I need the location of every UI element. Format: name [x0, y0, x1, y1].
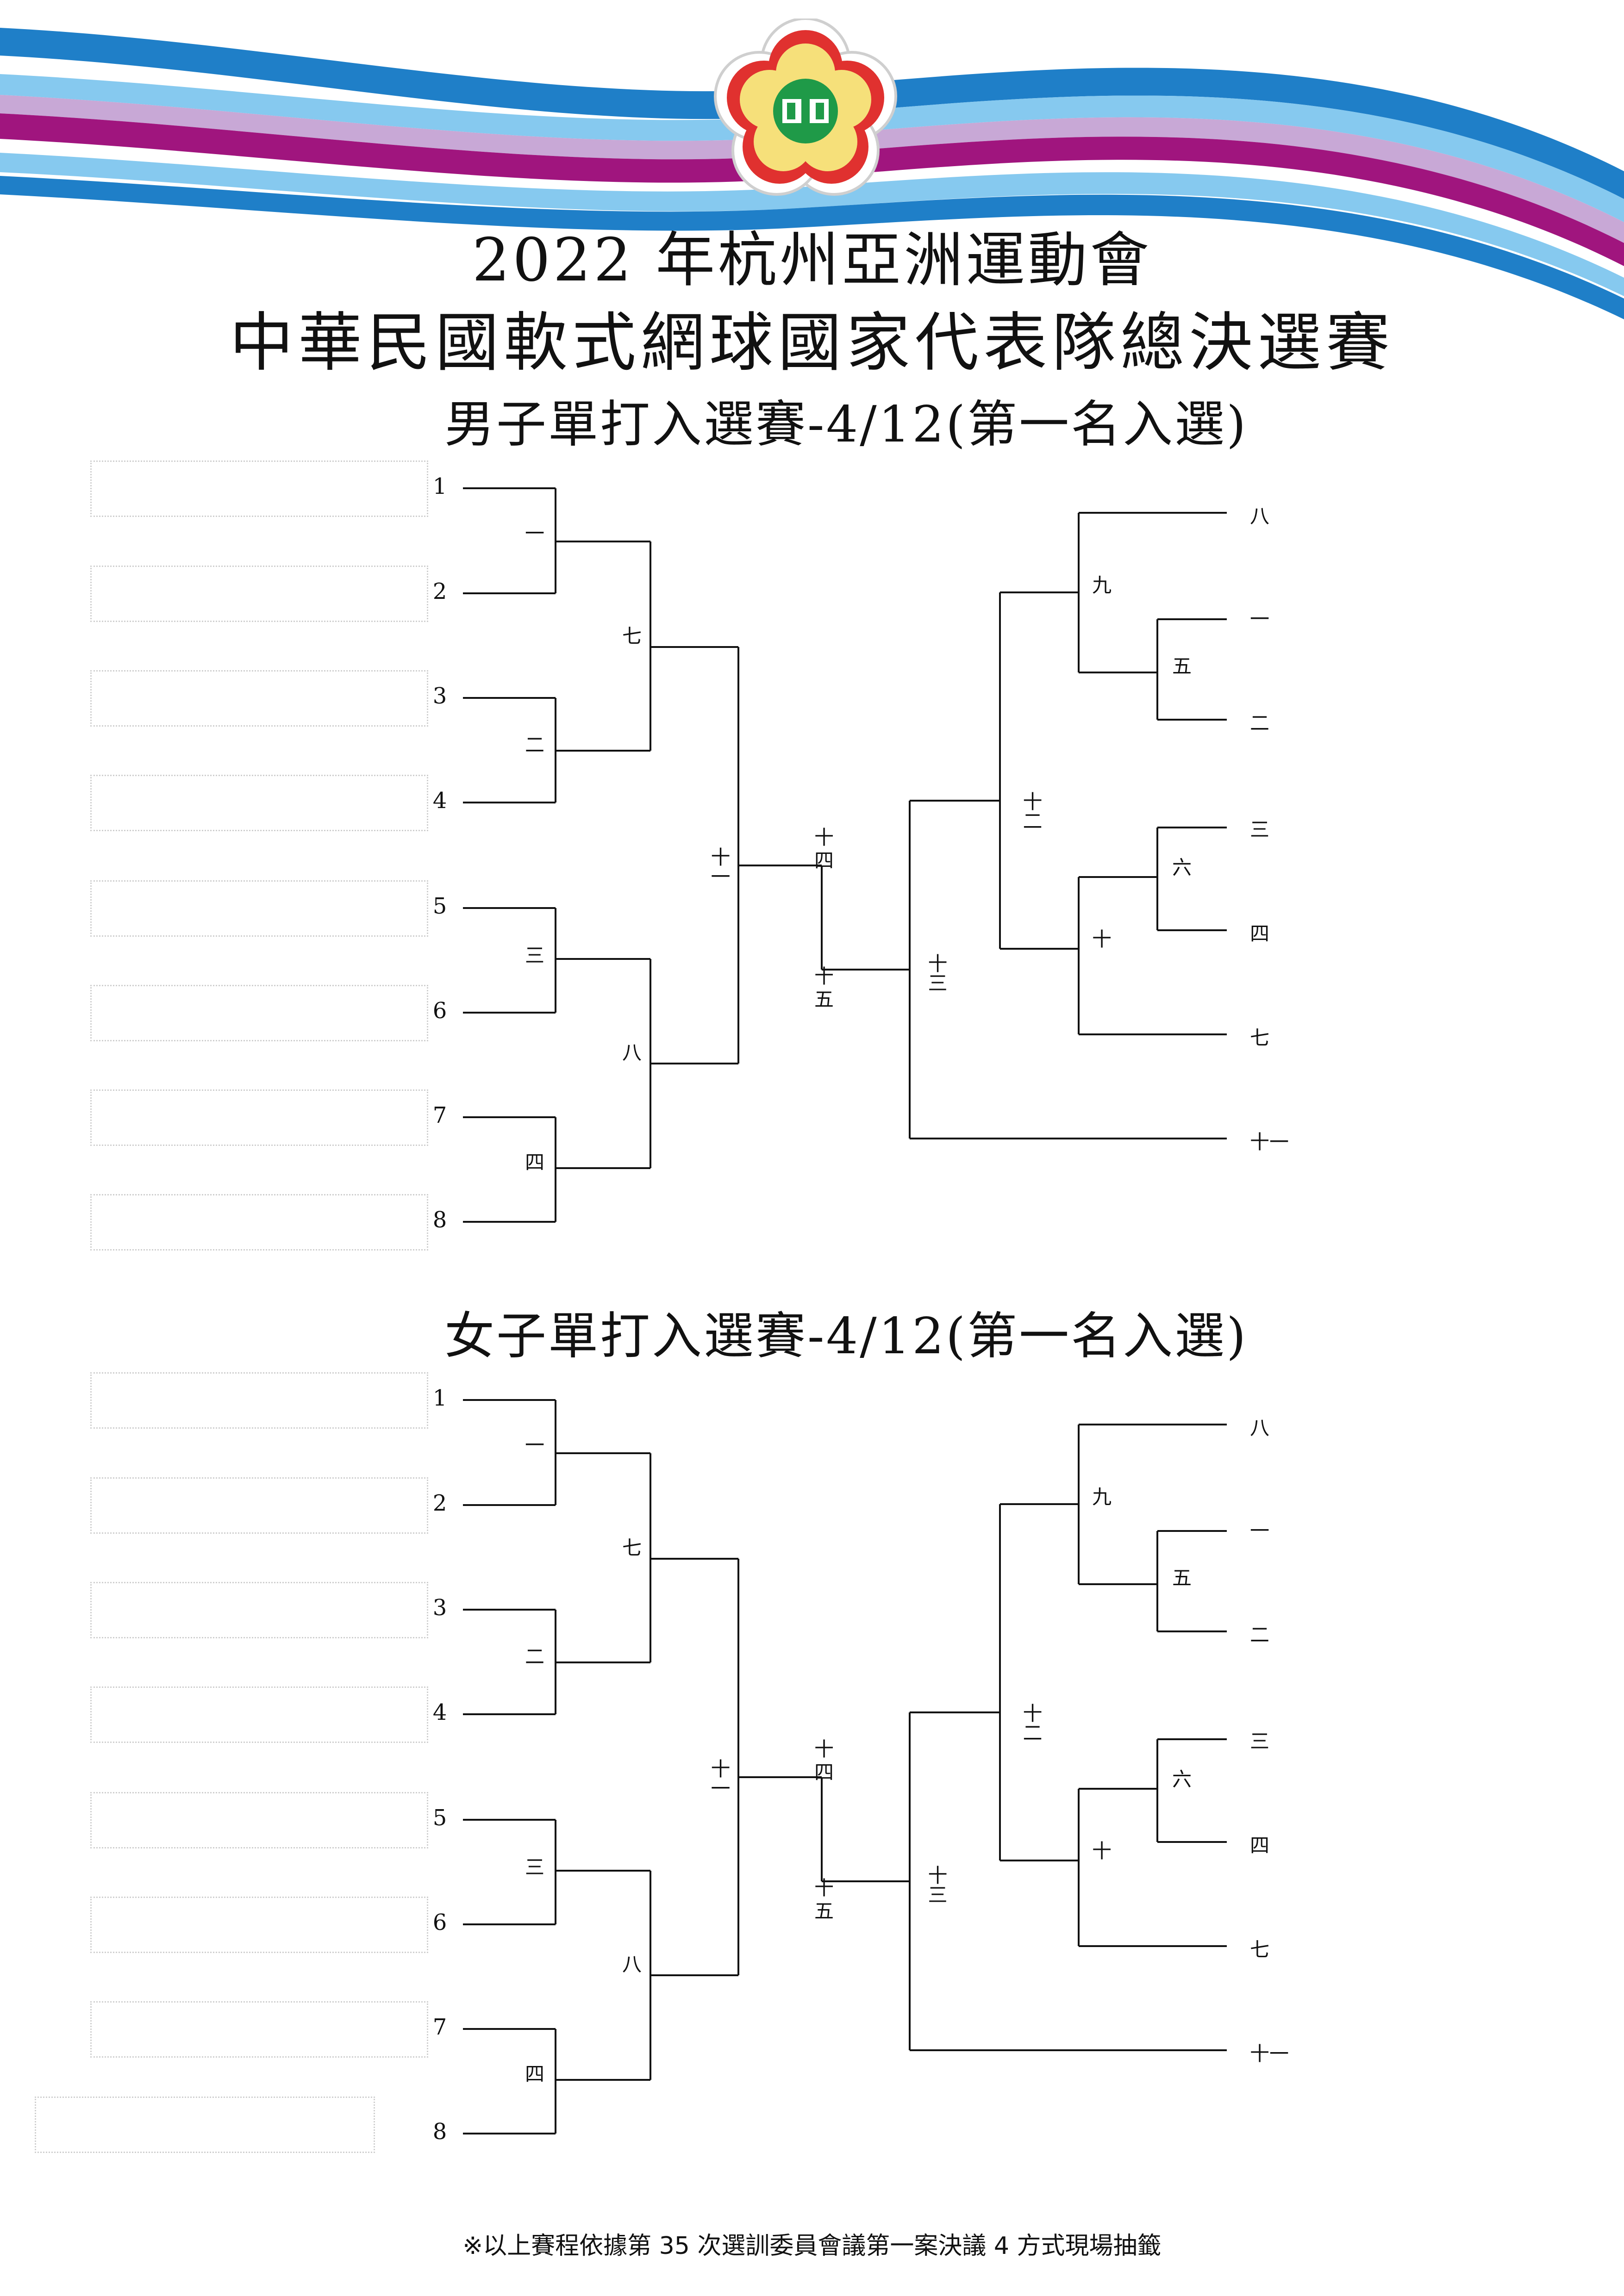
match-label: 十五 — [814, 965, 834, 1011]
seed-number: 2 — [432, 579, 447, 604]
match-label: 九 — [1092, 574, 1112, 597]
match-label: 二 — [525, 1645, 544, 1668]
match-label: 十一 — [708, 1759, 731, 1798]
outcome-label: 四 — [1250, 1834, 1270, 1857]
seed-number: 6 — [432, 1910, 447, 1935]
outcome-label: 二 — [1250, 1624, 1270, 1646]
outcome-label: 三 — [1250, 1730, 1270, 1753]
outcome-label: 一 — [1250, 608, 1270, 630]
player-name-box[interactable] — [90, 1897, 428, 1953]
seed-number: 1 — [432, 473, 447, 499]
player-name-box[interactable] — [90, 1582, 428, 1638]
title-line-1: 2022 年杭州亞洲運動會 — [472, 226, 1152, 295]
match-label: 九 — [1092, 1486, 1112, 1508]
seed-number: 2 — [432, 1490, 447, 1516]
seed-number: 4 — [432, 1699, 447, 1725]
match-label: 十二 — [1020, 1703, 1043, 1742]
footnote: ※以上賽程依據第 35 次選訓委員會議第一案決議 4 方式現場抽籤 — [462, 2232, 1162, 2260]
player-name-box[interactable] — [90, 880, 428, 937]
player-name-box[interactable] — [90, 460, 428, 517]
seed-number: 7 — [432, 2014, 447, 2040]
player-name-box[interactable] — [90, 1089, 428, 1146]
match-label: 十三 — [925, 953, 948, 992]
match-label: 二 — [525, 734, 544, 756]
seed-number: 6 — [432, 998, 447, 1024]
seed-number: 5 — [432, 893, 447, 919]
player-name-box[interactable] — [90, 1372, 428, 1429]
match-label: 三 — [525, 1856, 544, 1879]
match-label: 五 — [1172, 655, 1192, 678]
seed-number: 3 — [432, 683, 447, 709]
outcome-label: 十一 — [1250, 1131, 1289, 1153]
seed-number: 8 — [432, 1207, 447, 1233]
match-label: 十 — [1092, 928, 1112, 951]
match-label: 七 — [622, 1537, 642, 1559]
outcome-label: 四 — [1250, 922, 1270, 945]
section-title: 男子單打入選賽-4/12(第一名入選) — [444, 396, 1248, 454]
outcome-label: 二 — [1250, 712, 1270, 734]
outcome-label: 八 — [1250, 505, 1270, 528]
match-label: 八 — [622, 1953, 642, 1976]
player-name-box[interactable] — [90, 1194, 428, 1251]
seed-number: 3 — [432, 1595, 447, 1621]
outcome-label: 一 — [1250, 1519, 1270, 1542]
header-ribbons — [0, 28, 1624, 319]
player-name-box[interactable] — [90, 775, 428, 831]
player-name-box[interactable] — [90, 1792, 428, 1848]
seed-number: 1 — [432, 1385, 447, 1411]
player-name-box[interactable] — [90, 1477, 428, 1534]
player-name-box[interactable] — [90, 670, 428, 727]
match-label: 十三 — [925, 1865, 948, 1904]
match-label: 五 — [1172, 1567, 1192, 1589]
match-label: 八 — [622, 1041, 642, 1064]
seed-number: 8 — [432, 2119, 447, 2145]
match-label: 一 — [525, 522, 544, 545]
match-label: 十 — [1092, 1840, 1112, 1862]
outcome-label: 七 — [1250, 1027, 1270, 1049]
seed-number: 7 — [432, 1102, 447, 1128]
match-label: 六 — [1172, 856, 1192, 879]
match-label: 七 — [622, 625, 642, 647]
match-label: 六 — [1172, 1768, 1192, 1791]
player-name-box[interactable] — [90, 1686, 428, 1743]
player-name-box[interactable] — [90, 2001, 428, 2058]
seed-number: 5 — [432, 1805, 447, 1831]
player-name-box[interactable] — [90, 566, 428, 622]
match-label: 一 — [525, 1434, 544, 1456]
match-label: 十四 — [814, 826, 834, 872]
player-name-box[interactable] — [35, 2097, 375, 2153]
seed-number: 4 — [432, 788, 447, 814]
outcome-label: 七 — [1250, 1938, 1270, 1961]
player-name-box[interactable] — [90, 985, 428, 1041]
section-title: 女子單打入選賽-4/12(第一名入選) — [444, 1307, 1248, 1365]
match-label: 三 — [525, 944, 544, 967]
match-label: 十五 — [814, 1877, 834, 1923]
match-label: 十四 — [814, 1738, 834, 1784]
plum-blossom-emblem-icon — [714, 19, 897, 196]
match-label: 四 — [525, 1151, 544, 1174]
outcome-label: 十一 — [1250, 2042, 1289, 2065]
outcome-label: 三 — [1250, 818, 1270, 841]
outcome-label: 八 — [1250, 1417, 1270, 1439]
match-label: 四 — [525, 2063, 544, 2085]
title-line-2: 中華民國軟式網球國家代表隊總決選賽 — [229, 305, 1394, 380]
match-label: 十一 — [708, 847, 731, 886]
match-label: 十二 — [1020, 791, 1043, 830]
